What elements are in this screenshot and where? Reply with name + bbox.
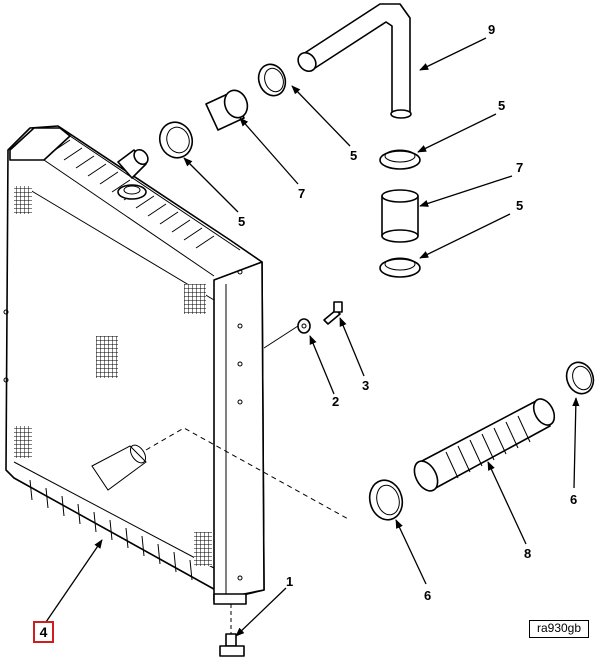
bottom-tank-fins <box>13 461 215 581</box>
callout-1: 1 <box>286 574 293 589</box>
leader-lines <box>45 37 580 637</box>
elbow-hose <box>299 3 411 113</box>
callout-4: 4 <box>39 624 48 640</box>
bottom-bracket <box>213 593 247 605</box>
radiator-side-tank <box>213 261 265 601</box>
callout-5: 5 <box>516 198 523 213</box>
figure-id-label: ra930gb <box>529 620 589 638</box>
hose-clamp <box>158 121 194 159</box>
lower-hose-assembly <box>368 361 595 521</box>
callout-5: 5 <box>350 148 357 163</box>
upper-outlet-pipe <box>117 148 149 179</box>
upper-hose-assembly <box>158 3 421 278</box>
callout-7: 7 <box>298 186 305 201</box>
callout-9: 9 <box>488 22 495 37</box>
callout-6: 6 <box>570 492 577 507</box>
hose-clamp <box>379 149 421 170</box>
core-mesh-patch <box>14 186 32 214</box>
callout-3: 3 <box>362 378 369 393</box>
core-mesh-patch <box>14 426 32 458</box>
hose-clamp <box>368 479 404 521</box>
core-mesh-patch <box>96 336 118 378</box>
hose-clamp <box>257 63 287 97</box>
core-mesh-patch <box>184 284 206 314</box>
core-mesh-patch <box>194 532 212 566</box>
callout-7: 7 <box>516 160 523 175</box>
washer <box>297 318 311 334</box>
lower-outlet-pipe <box>91 427 351 521</box>
callout-2: 2 <box>332 394 339 409</box>
hose-sleeve <box>381 189 419 243</box>
bolt <box>323 301 343 325</box>
top-tank-fins <box>9 127 241 301</box>
callout-8: 8 <box>524 546 531 561</box>
radiator-assembly <box>3 125 351 605</box>
callout-6: 6 <box>424 588 431 603</box>
hose-clamp <box>379 257 421 278</box>
side-tank-holes <box>3 269 243 581</box>
callout-5: 5 <box>498 98 505 113</box>
drain-cock <box>219 604 245 657</box>
flex-hose <box>419 399 551 491</box>
callout-5: 5 <box>238 214 245 229</box>
callout-labels: 9 5 7 5 5 7 5 2 3 6 8 6 1 <box>238 22 577 603</box>
hose-corrugations <box>445 415 531 479</box>
highlighted-callout-box: 4 <box>33 621 54 643</box>
hose-clamp <box>565 361 595 395</box>
filler-neck <box>117 184 147 200</box>
